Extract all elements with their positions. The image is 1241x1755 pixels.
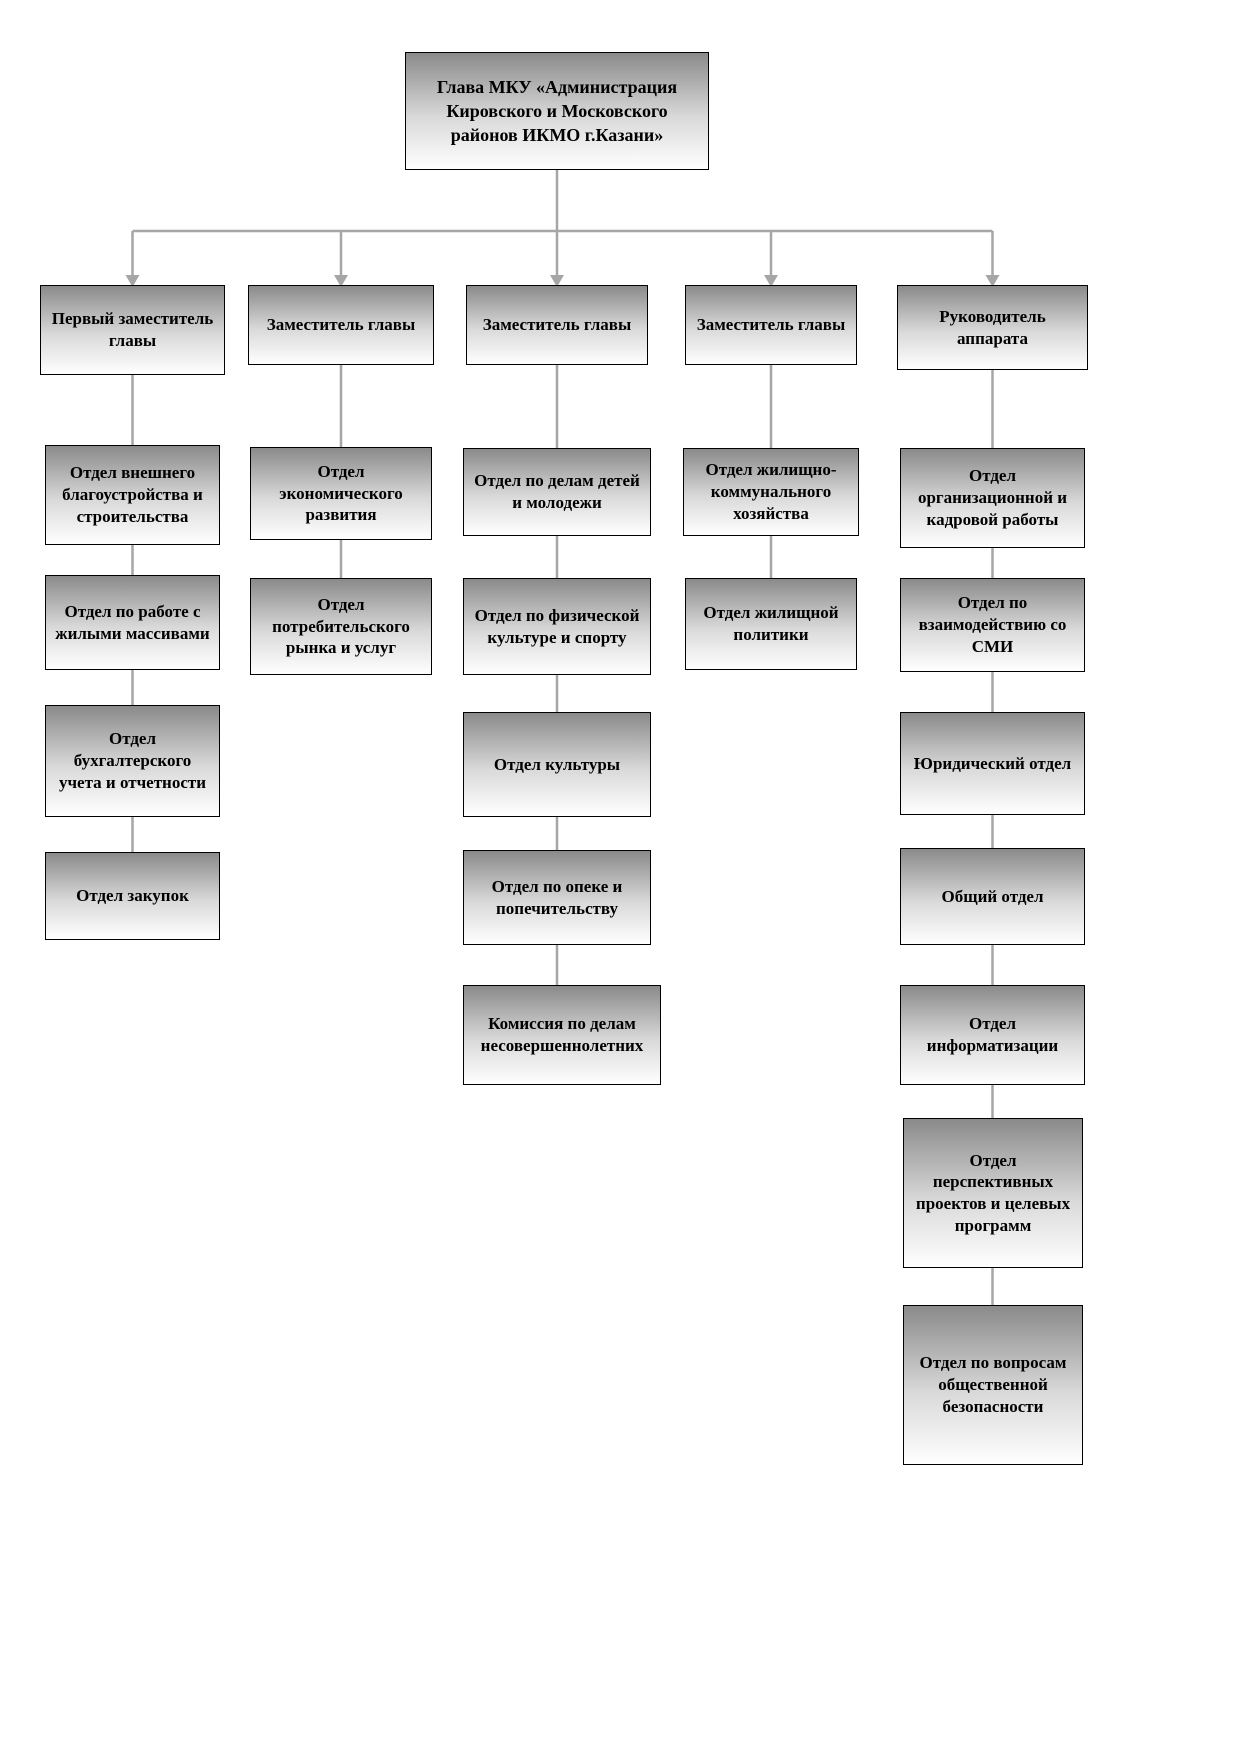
org-node-dept-5-3: Юридический отдел bbox=[900, 712, 1085, 815]
org-node-dept-5-7: Отдел по вопросам общественной безопасно… bbox=[903, 1305, 1083, 1465]
org-node-dept-3-3: Отдел культуры bbox=[463, 712, 651, 817]
arrow-down-icon bbox=[550, 275, 564, 287]
org-node-dept-5-2: Отдел по взаимодействию со СМИ bbox=[900, 578, 1085, 672]
org-node-head-3: Заместитель главы bbox=[466, 285, 648, 365]
org-node-head-1: Первый заместитель главы bbox=[40, 285, 225, 375]
org-node-dept-4-1: Отдел жилищно-коммунального хозяйства bbox=[683, 448, 859, 536]
org-node-root: Глава МКУ «Администрация Кировского и Мо… bbox=[405, 52, 709, 170]
org-node-dept-3-1: Отдел по делам детей и молодежи bbox=[463, 448, 651, 536]
org-node-dept-1-4: Отдел закупок bbox=[45, 852, 220, 940]
org-node-dept-5-1: Отдел организационной и кадровой работы bbox=[900, 448, 1085, 548]
org-node-dept-2-1: Отдел экономического развития bbox=[250, 447, 432, 540]
org-node-head-4: Заместитель главы bbox=[685, 285, 857, 365]
org-node-dept-1-2: Отдел по работе с жилыми массивами bbox=[45, 575, 220, 670]
org-node-dept-5-6: Отдел перспективных проектов и целевых п… bbox=[903, 1118, 1083, 1268]
org-node-head-2: Заместитель главы bbox=[248, 285, 434, 365]
connector-lines bbox=[131, 170, 994, 1305]
org-node-dept-2-2: Отдел потребительского рынка и услуг bbox=[250, 578, 432, 675]
org-node-dept-3-5: Комиссия по делам несовершеннолетних bbox=[463, 985, 661, 1085]
org-node-dept-5-4: Общий отдел bbox=[900, 848, 1085, 945]
org-node-dept-1-1: Отдел внешнего благоустройства и строите… bbox=[45, 445, 220, 545]
org-node-dept-3-4: Отдел по опеке и попечительству bbox=[463, 850, 651, 945]
org-node-dept-1-3: Отдел бухгалтерского учета и отчетности bbox=[45, 705, 220, 817]
arrow-down-icon bbox=[764, 275, 778, 287]
org-node-head-5: Руководитель аппарата bbox=[897, 285, 1088, 370]
arrow-heads bbox=[125, 275, 1000, 287]
org-node-dept-3-2: Отдел по физической культуре и спорту bbox=[463, 578, 651, 675]
arrow-down-icon bbox=[985, 275, 1000, 287]
arrow-down-icon bbox=[334, 275, 348, 287]
org-node-dept-5-5: Отдел информатизации bbox=[900, 985, 1085, 1085]
org-node-dept-4-2: Отдел жилищной политики bbox=[685, 578, 857, 670]
arrow-down-icon bbox=[125, 275, 140, 287]
